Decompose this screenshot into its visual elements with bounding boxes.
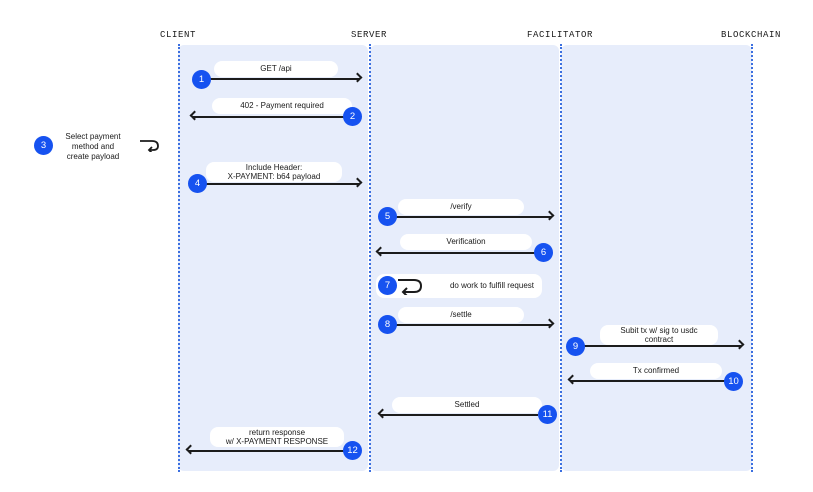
step-4-arrow [200, 183, 360, 185]
step-7-loop-arrow [396, 277, 424, 297]
step-9-badge: 9 [566, 337, 585, 356]
step-1-badge: 1 [192, 70, 211, 89]
step-12-badge: 12 [343, 441, 362, 460]
step-2-arrow [192, 116, 350, 118]
step-3-label-line-2: method and [71, 142, 115, 151]
step-8-badge: 8 [378, 315, 397, 334]
facilitator-blockchain-lane [561, 45, 752, 471]
blockchain-lifeline [751, 44, 753, 472]
step-4-label-line-1: Include Header: [245, 163, 303, 172]
step-6-badge: 6 [534, 243, 553, 262]
step-4-label-line-2: X-PAYMENT: b64 payload [227, 172, 321, 181]
step-12-label-line-2: w/ X-PAYMENT RESPONSE [225, 437, 329, 446]
step-8-arrow [390, 324, 552, 326]
step-3-label: Select payment method and create payload [52, 131, 134, 163]
step-5-badge: 5 [378, 207, 397, 226]
step-9-label-line-2: contract [644, 335, 674, 344]
step-9-arrow [582, 345, 742, 347]
step-8-label: /settle [398, 307, 524, 323]
column-blockchain: BLOCKCHAIN [720, 30, 782, 40]
step-1-arrow [200, 78, 360, 80]
step-11-label: Settled [392, 397, 542, 413]
step-6-label: Verification [400, 234, 532, 250]
client-lifeline [178, 44, 180, 472]
step-3-label-line-1: Select payment [65, 132, 121, 141]
step-7-badge: 7 [378, 276, 397, 295]
step-6-arrow [378, 252, 538, 254]
column-client: CLIENT [159, 30, 197, 40]
loop-arrow-icon [398, 279, 423, 297]
step-11-arrow [380, 414, 538, 416]
step-3-loop-arrow [138, 138, 162, 154]
column-facilitator: FACILITATOR [526, 30, 594, 40]
step-10-label: Tx confirmed [590, 363, 722, 379]
loop-arrow-icon [140, 140, 159, 154]
step-12-label: return response w/ X-PAYMENT RESPONSE [210, 427, 344, 447]
step-2-label: 402 - Payment required [212, 98, 352, 114]
step-5-label: /verify [398, 199, 524, 215]
step-12-label-line-1: return response [248, 428, 306, 437]
step-4-badge: 4 [188, 174, 207, 193]
step-10-arrow [570, 380, 730, 382]
step-9-label-line-1: Subit tx w/ sig to usdc [620, 326, 698, 335]
step-3-badge: 3 [34, 136, 53, 155]
step-3-label-line-3: create payload [66, 152, 120, 161]
step-12-arrow [188, 450, 348, 452]
step-1-label: GET /api [214, 61, 338, 77]
server-lifeline [369, 44, 371, 472]
step-11-badge: 11 [538, 405, 557, 424]
column-server: SERVER [350, 30, 388, 40]
step-9-label: Subit tx w/ sig to usdc contract [600, 325, 718, 345]
facilitator-lifeline [560, 44, 562, 472]
step-2-badge: 2 [343, 107, 362, 126]
step-4-label: Include Header: X-PAYMENT: b64 payload [206, 162, 342, 182]
step-5-arrow [390, 216, 552, 218]
step-10-badge: 10 [724, 372, 743, 391]
